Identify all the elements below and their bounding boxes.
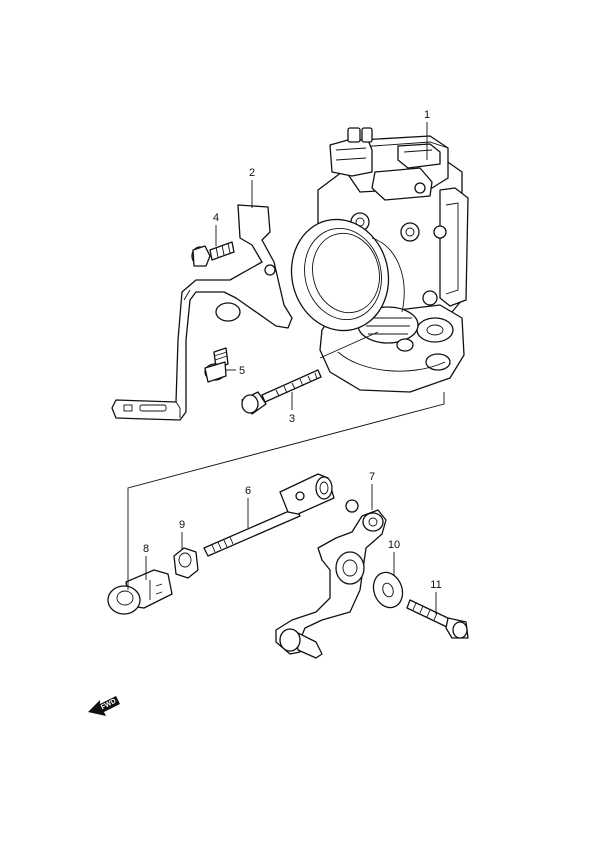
callout-6: 6 xyxy=(245,485,251,497)
ball-joint-8[interactable] xyxy=(107,569,173,615)
callout-7: 7 xyxy=(369,471,375,483)
callout-4: 4 xyxy=(213,212,219,224)
callout-9: 9 xyxy=(179,519,185,531)
callout-5: 5 xyxy=(239,365,245,377)
callout-3: 3 xyxy=(289,413,295,425)
long-bolt-3[interactable] xyxy=(241,369,322,415)
forward-arrow-icon: FWD xyxy=(88,696,120,716)
nut-9[interactable] xyxy=(173,547,199,579)
link-rod-6[interactable] xyxy=(203,473,359,557)
throttle-body[interactable] xyxy=(280,127,469,393)
throttle-lever-7[interactable] xyxy=(275,509,387,659)
callout-8: 8 xyxy=(143,543,149,555)
callout-10: 10 xyxy=(388,539,400,551)
callout-numbers: 1 2 3 4 5 6 7 8 9 10 11 xyxy=(143,109,442,591)
bolt-11[interactable] xyxy=(406,599,469,639)
callout-11: 11 xyxy=(430,579,441,591)
washer-10[interactable] xyxy=(369,568,408,611)
mounting-bracket[interactable] xyxy=(111,204,293,421)
bolt-5[interactable] xyxy=(204,347,229,383)
callout-1: 1 xyxy=(424,109,430,121)
leader-lines xyxy=(127,122,445,614)
small-bolt-4[interactable] xyxy=(191,241,235,267)
callout-2: 2 xyxy=(249,167,255,179)
